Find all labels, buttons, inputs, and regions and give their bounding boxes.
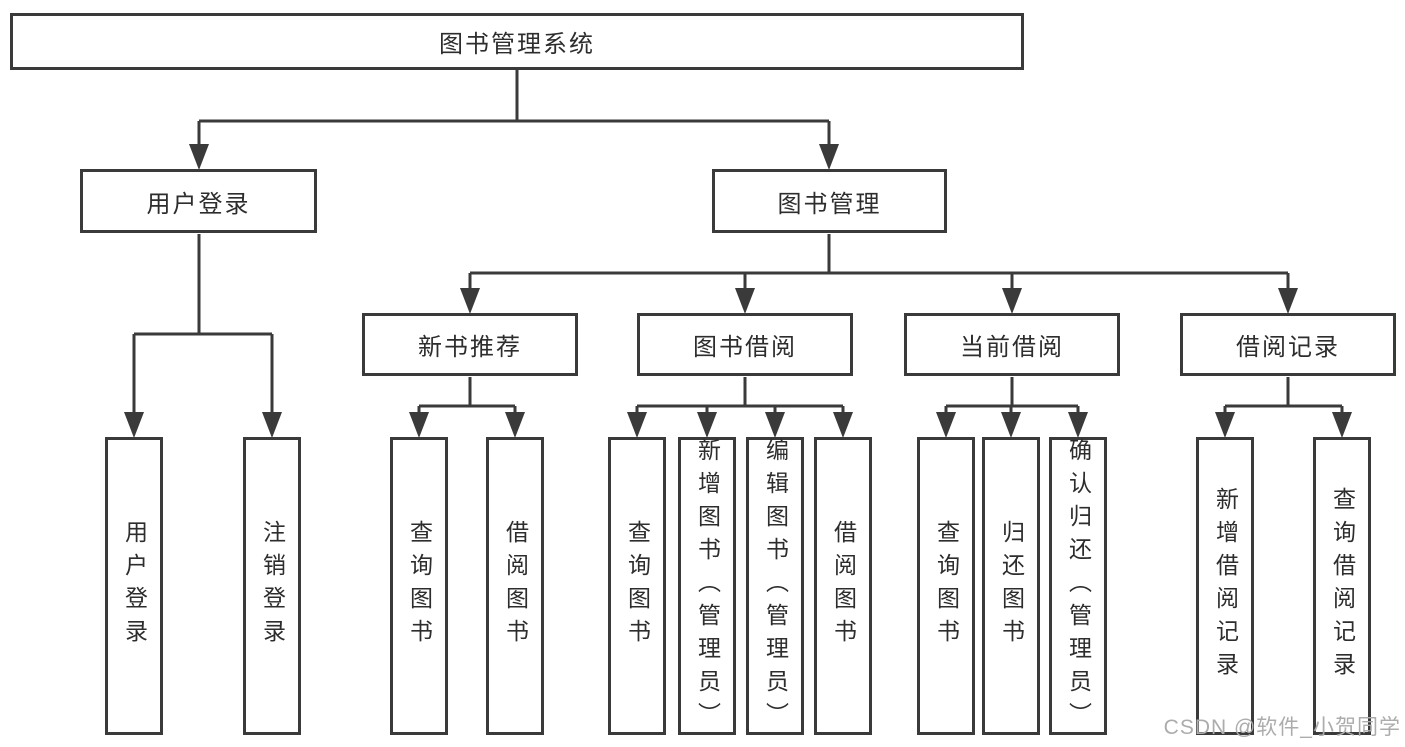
connector-user-login	[132, 234, 274, 416]
node-root-label: 图书管理系统	[439, 31, 595, 58]
leaf-query-books-current: 查询图书	[917, 437, 975, 735]
arrow-icon	[735, 288, 755, 314]
arrow-icon	[697, 412, 717, 438]
leaf-return-book-label: 归还图书	[998, 520, 1025, 652]
node-root: 图书管理系统	[10, 13, 1024, 70]
leaf-logout-label: 注销登录	[259, 520, 286, 652]
leaf-confirm-return-admin-label: 确认归还（管理员）	[1065, 437, 1092, 735]
node-user-login-label: 用户登录	[146, 190, 251, 218]
arrow-icon	[1278, 288, 1298, 314]
leaf-user-login-label: 用户登录	[121, 520, 148, 652]
node-user-login: 用户登录	[80, 169, 317, 233]
arrow-icon	[833, 412, 853, 438]
leaf-borrow-books-label: 借阅图书	[830, 520, 857, 652]
arrow-icon	[1002, 288, 1022, 314]
arrow-icon	[460, 288, 480, 314]
connector-current-borrow	[944, 377, 1080, 416]
node-new-book-recommend-label: 新书推荐	[418, 334, 522, 361]
leaf-query-books-borrow: 查询图书	[608, 437, 666, 735]
leaf-add-book-admin: 新增图书（管理员）	[678, 437, 736, 735]
node-current-borrow-label: 当前借阅	[960, 334, 1064, 361]
leaf-query-borrow-record-label: 查询借阅记录	[1329, 487, 1356, 685]
leaf-query-books-borrow-label: 查询图书	[624, 520, 651, 652]
leaf-logout: 注销登录	[243, 437, 301, 735]
leaf-add-book-admin-label: 新增图书（管理员）	[694, 437, 721, 735]
arrow-icon	[1068, 412, 1088, 438]
node-current-borrow: 当前借阅	[904, 313, 1120, 376]
arrow-icon	[819, 144, 839, 170]
node-borrow-records-label: 借阅记录	[1236, 334, 1340, 361]
arrow-icon	[765, 412, 785, 438]
node-book-borrow-label: 图书借阅	[693, 334, 797, 361]
node-new-book-recommend: 新书推荐	[362, 313, 578, 376]
node-borrow-records: 借阅记录	[1180, 313, 1396, 376]
arrow-icon	[505, 412, 525, 438]
arrow-icon	[189, 144, 209, 170]
connector-new-book-recommend	[417, 377, 517, 416]
connector-book-borrow	[635, 377, 845, 416]
node-book-borrow: 图书借阅	[637, 313, 853, 376]
arrow-icon	[262, 412, 282, 438]
leaf-borrow-books-recommend-label: 借阅图书	[502, 520, 529, 652]
leaf-confirm-return-admin: 确认归还（管理员）	[1049, 437, 1107, 735]
arrow-icon	[124, 412, 144, 438]
leaf-edit-book-admin: 编辑图书（管理员）	[746, 437, 804, 735]
leaf-borrow-books-recommend: 借阅图书	[486, 437, 544, 735]
leaf-add-borrow-record-label: 新增借阅记录	[1212, 487, 1239, 685]
arrow-icon	[1215, 412, 1235, 438]
leaf-query-books-recommend: 查询图书	[390, 437, 448, 735]
leaf-query-books-recommend-label: 查询图书	[406, 520, 433, 652]
leaf-query-books-current-label: 查询图书	[933, 520, 960, 652]
connector-root	[197, 70, 831, 148]
csdn-watermark: CSDN @软件_小贺同学	[1163, 716, 1401, 739]
arrow-icon	[409, 412, 429, 438]
arrow-icon	[627, 412, 647, 438]
leaf-edit-book-admin-label: 编辑图书（管理员）	[762, 437, 789, 735]
connector-borrow-records	[1223, 377, 1344, 416]
node-book-management: 图书管理	[712, 169, 947, 233]
arrow-icon	[1001, 412, 1021, 438]
leaf-borrow-books: 借阅图书	[814, 437, 872, 735]
arrow-icon	[936, 412, 956, 438]
leaf-query-borrow-record: 查询借阅记录	[1313, 437, 1371, 735]
connector-book-management	[468, 234, 1290, 292]
leaf-user-login: 用户登录	[105, 437, 163, 735]
leaf-return-book: 归还图书	[982, 437, 1040, 735]
leaf-add-borrow-record: 新增借阅记录	[1196, 437, 1254, 735]
node-book-management-label: 图书管理	[777, 190, 882, 218]
arrow-icon	[1332, 412, 1352, 438]
